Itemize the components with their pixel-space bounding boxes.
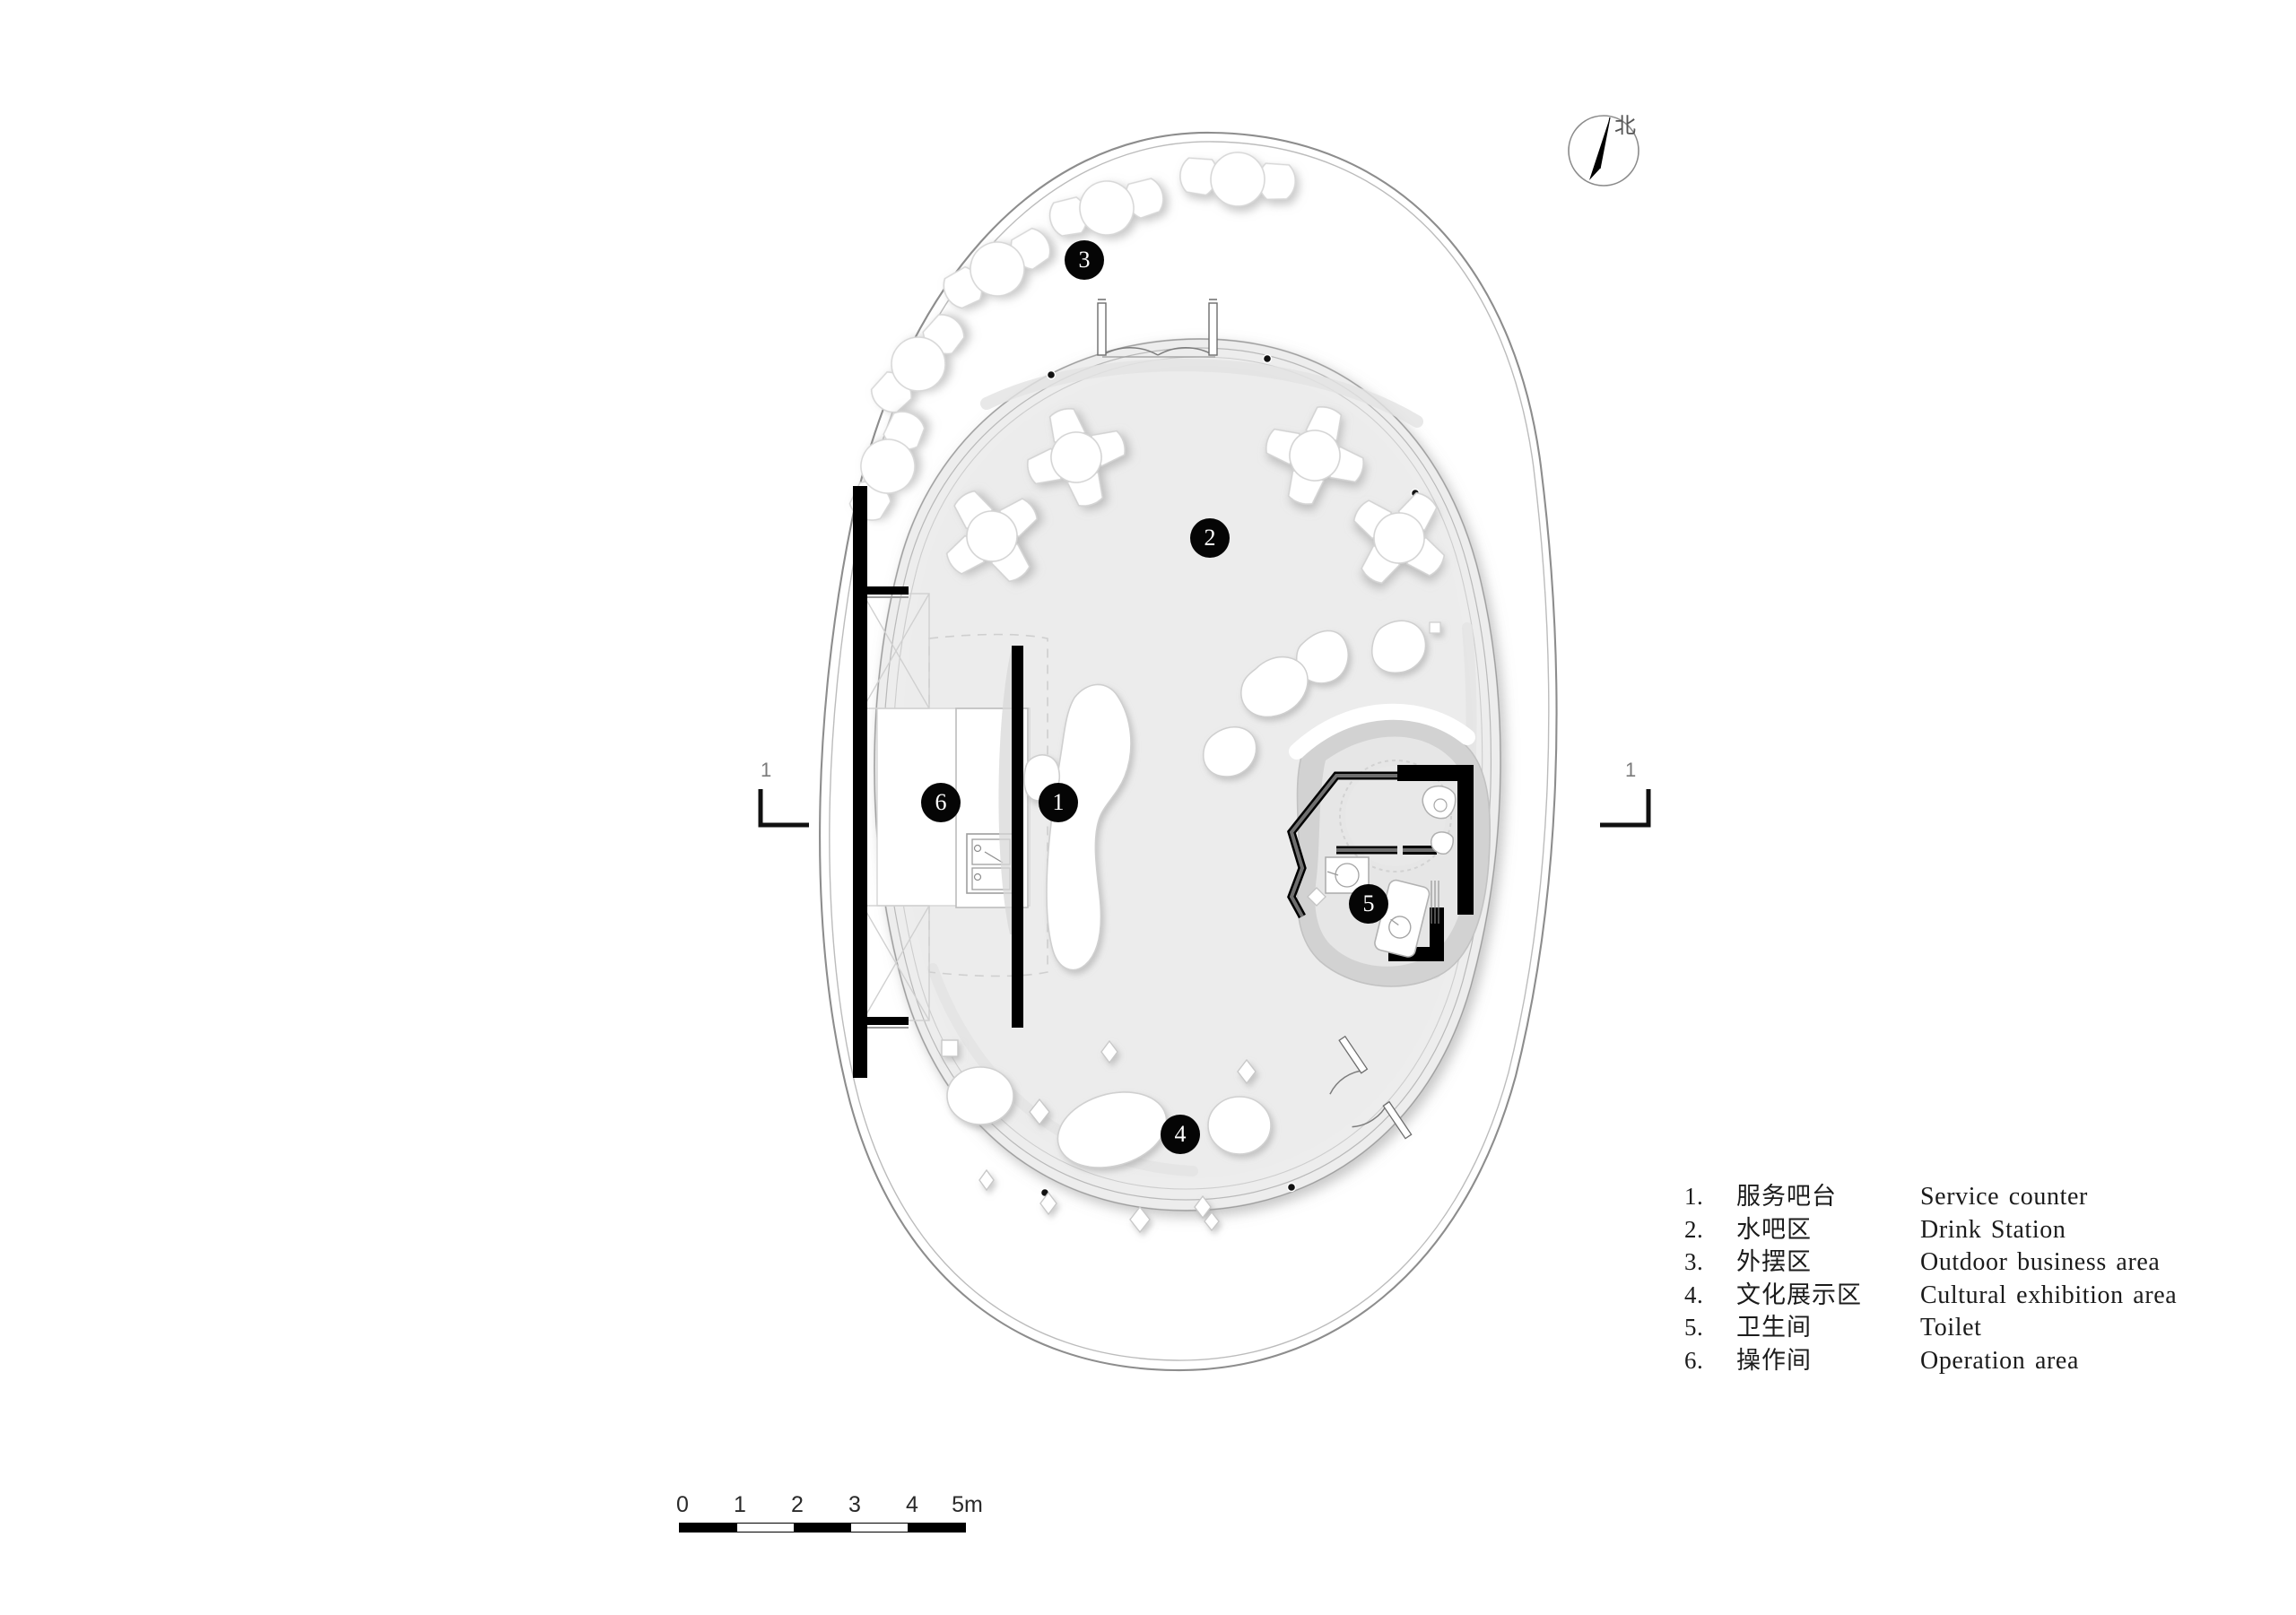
room-badge-cultural-exhibition-area[interactable]: 4 [1161, 1115, 1200, 1154]
section-marker-bracket-right [1600, 789, 1651, 828]
operation-partition-wall [1012, 646, 1023, 1028]
scale-tick-1: 1 [734, 1492, 746, 1517]
scale-segment [794, 1524, 851, 1532]
legend-number: 3. [1684, 1248, 1704, 1275]
scale-tick-2: 2 [791, 1492, 804, 1517]
display-plinths [1203, 620, 1441, 777]
north-indicator: 北 [1575, 108, 1683, 224]
legend-label-en: Cultural exhibition area [1920, 1281, 2178, 1309]
legend-label-cn: 操作间 [1736, 1346, 1812, 1375]
legend-item-toilet: 5. 卫生间 Toilet [1684, 1311, 2240, 1344]
room-badge-drink-station[interactable]: 2 [1190, 518, 1230, 558]
scale-bar: 0 1 2 3 4 5m [676, 1492, 983, 1555]
legend-label-cn: 水吧区 [1736, 1215, 1812, 1244]
legend-item-cultural-exhibition-area: 4. 文化展示区 Cultural exhibition area [1684, 1279, 2240, 1312]
legend-item-operation-area: 6. 操作间 Operation area [1684, 1344, 2240, 1377]
legend-number: 1. [1684, 1183, 1704, 1210]
legend-label-en: Drink Station [1920, 1215, 2066, 1244]
legend-number: 5. [1684, 1314, 1704, 1341]
scale-bar-labels: 0 1 2 3 4 5m [676, 1492, 983, 1519]
legend-label-en: Operation area [1920, 1346, 2079, 1375]
legend-label-en: Outdoor business area [1920, 1248, 2161, 1276]
cultural-exhibition-displays [941, 1039, 1272, 1234]
scale-tick-0: 0 [676, 1492, 689, 1517]
section-marker-right[interactable]: 1 [1593, 759, 1656, 818]
legend-number: 6. [1684, 1346, 1704, 1374]
legend-label-cn: 文化展示区 [1736, 1281, 1862, 1309]
entrance-door-southeast [1329, 1035, 1413, 1140]
structural-columns [1039, 353, 1421, 1198]
legend-label-en: Service counter [1920, 1183, 2088, 1211]
exterior-wall-west [853, 486, 867, 1078]
legend-number: 2. [1684, 1215, 1704, 1243]
legend-item-drink-station: 2. 水吧区 Drink Station [1684, 1213, 2240, 1246]
section-marker-bracket-left [758, 789, 809, 828]
entrance-door-north [1097, 299, 1218, 358]
north-label: 北 [1614, 113, 1636, 138]
toilet-area [1287, 703, 1492, 987]
scale-tick-4: 4 [906, 1492, 918, 1517]
legend: 1. 服务吧台 Service counter 2. 水吧区 Drink Sta… [1684, 1180, 2240, 1376]
section-marker-left[interactable]: 1 [753, 759, 816, 818]
scale-segment [680, 1524, 737, 1532]
room-badge-service-counter[interactable]: 1 [1039, 783, 1078, 822]
section-marker-left-label: 1 [761, 759, 772, 781]
scale-tick-5: 5m [952, 1492, 983, 1517]
scale-segment [850, 1524, 909, 1532]
room-badge-operation-area[interactable]: 6 [921, 783, 961, 822]
scale-segment [908, 1524, 965, 1532]
legend-label-cn: 外摆区 [1736, 1248, 1812, 1276]
section-marker-right-label: 1 [1625, 759, 1637, 781]
legend-label-cn: 卫生间 [1736, 1314, 1812, 1341]
legend-item-service-counter: 1. 服务吧台 Service counter [1684, 1180, 2240, 1213]
scale-tick-3: 3 [848, 1492, 861, 1517]
legend-number: 4. [1684, 1281, 1704, 1308]
north-arrow-icon [1568, 115, 1639, 187]
room-badge-toilet[interactable]: 5 [1349, 884, 1388, 924]
scale-bar-track [679, 1523, 966, 1533]
legend-label-cn: 服务吧台 [1736, 1183, 1837, 1211]
legend-label-en: Toilet [1920, 1314, 1982, 1341]
scale-segment [736, 1524, 795, 1532]
legend-item-outdoor-business-area: 3. 外摆区 Outdoor business area [1684, 1246, 2240, 1279]
room-badge-outdoor-business-area[interactable]: 3 [1065, 240, 1104, 280]
